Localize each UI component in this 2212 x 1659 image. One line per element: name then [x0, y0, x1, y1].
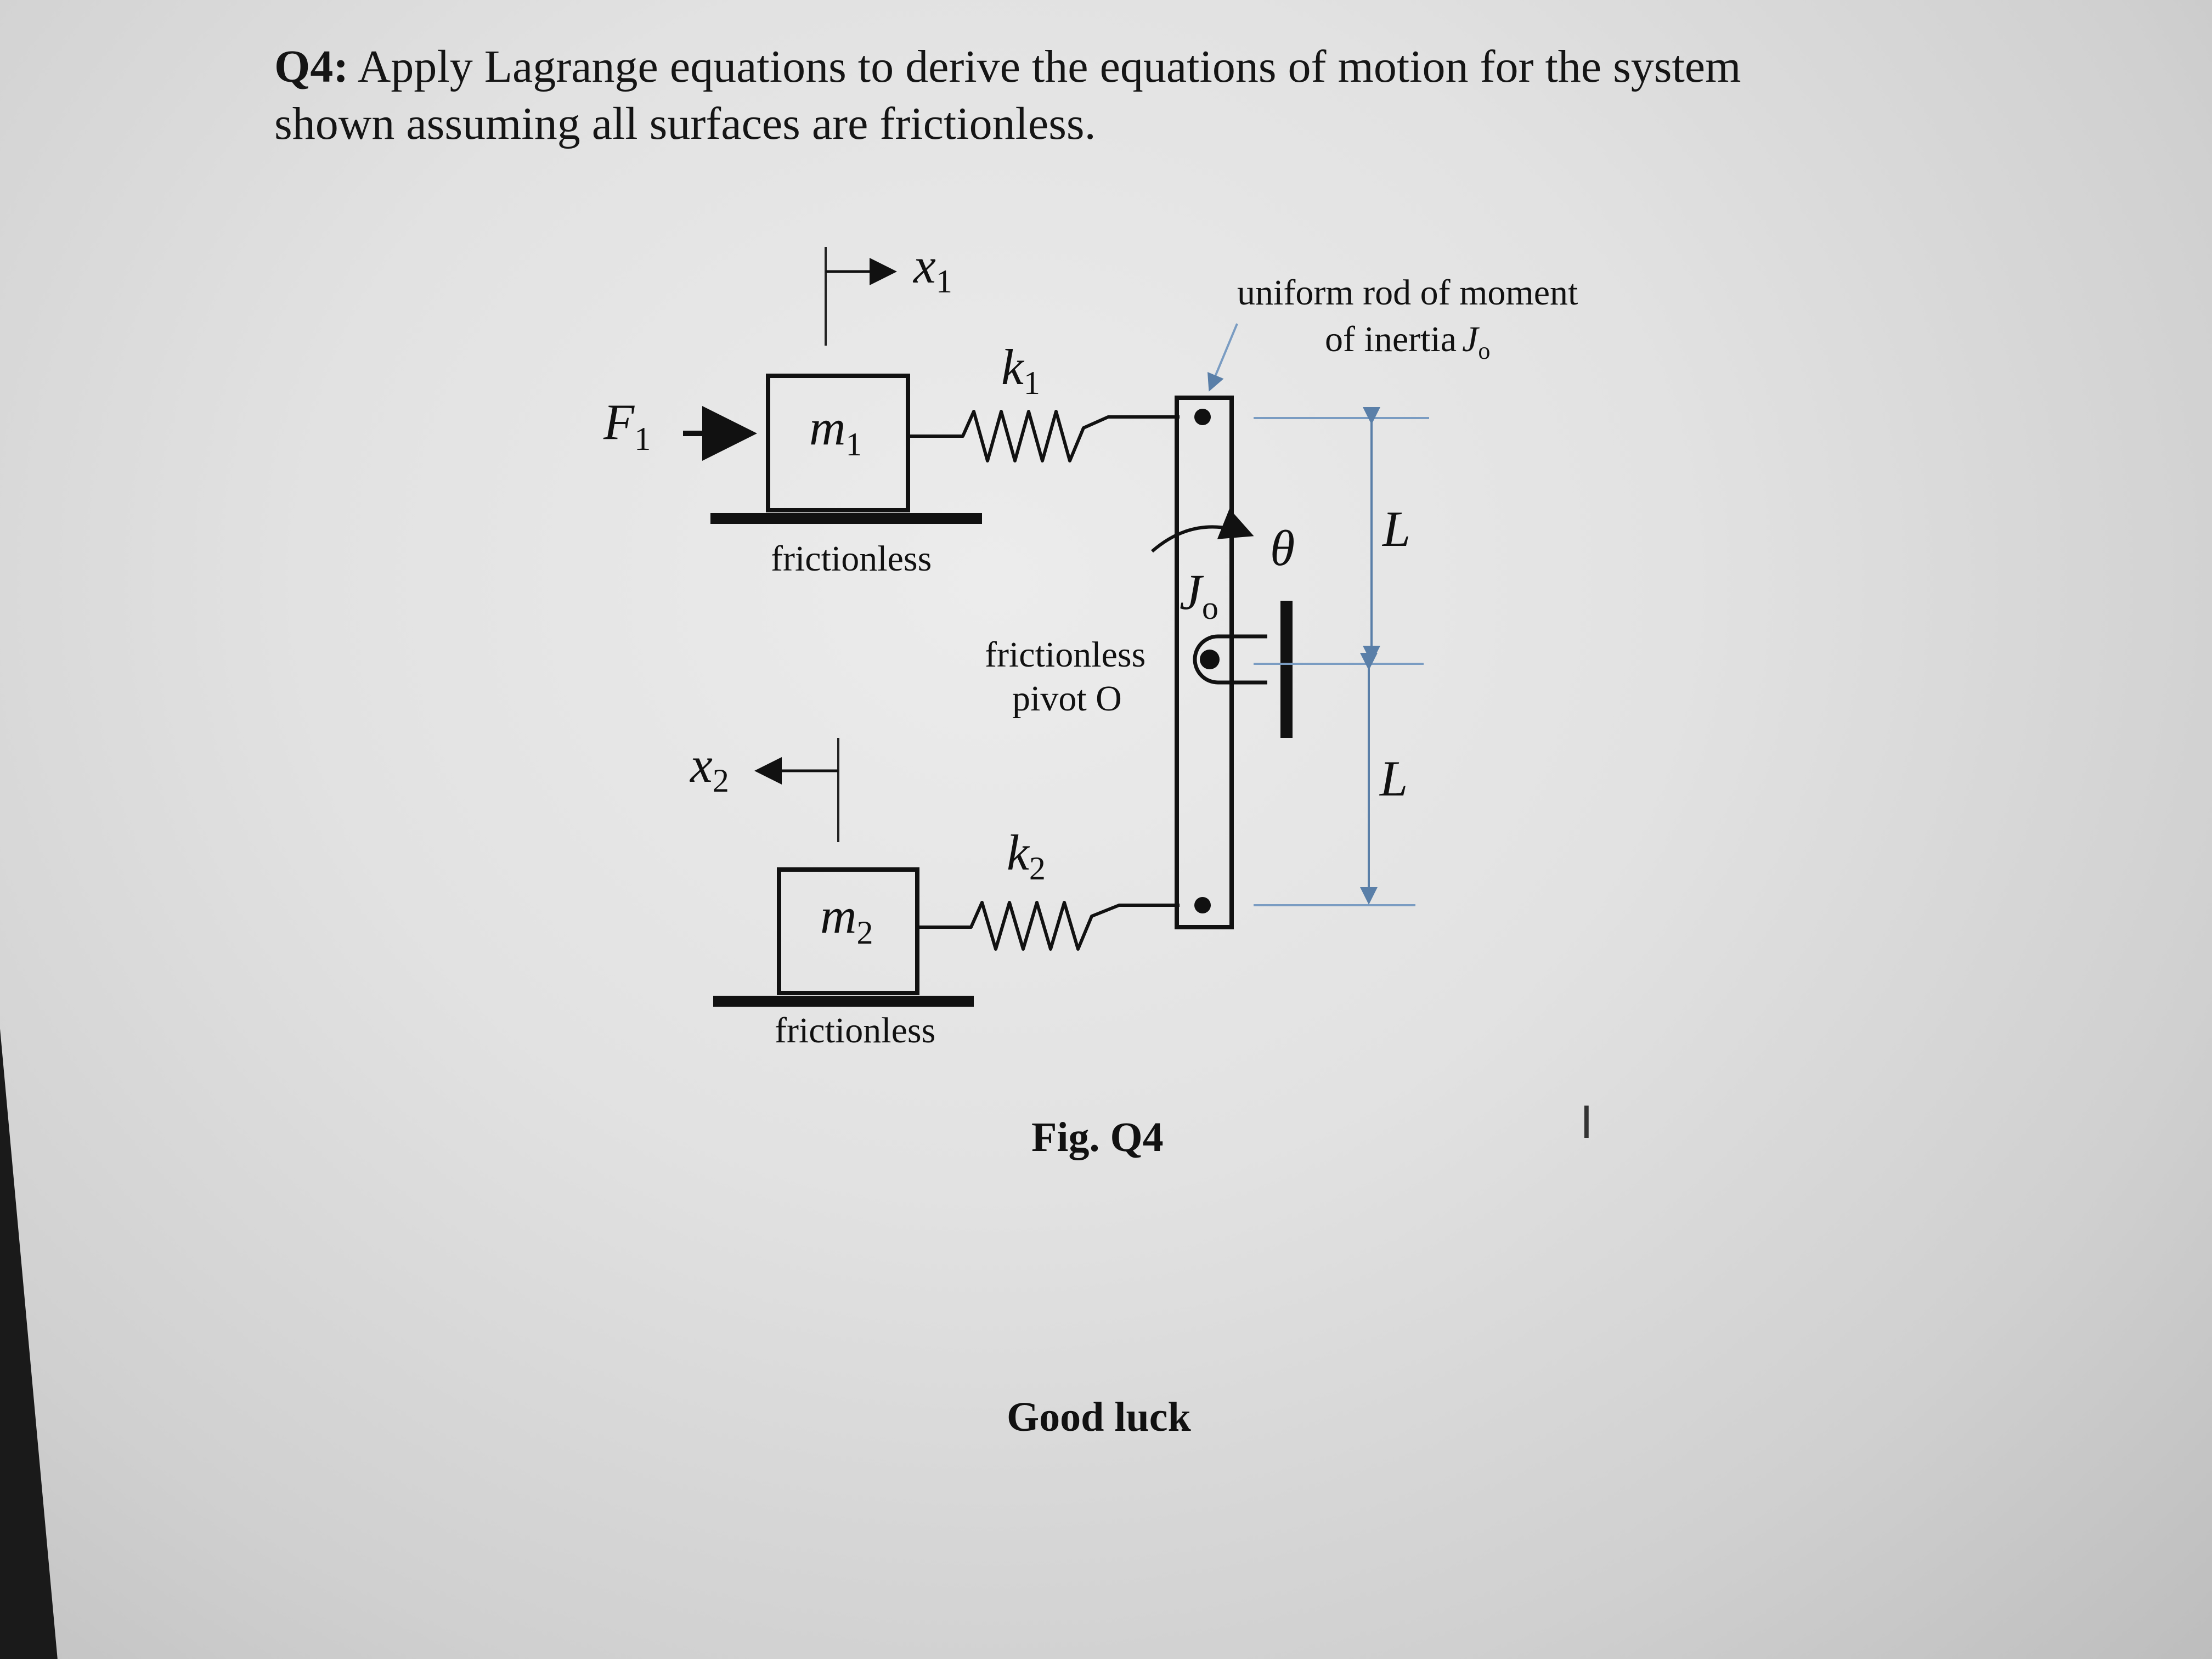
x1-indicator: x1	[825, 238, 952, 346]
dimension-lines: L L	[1254, 407, 1429, 906]
svg-text:F1: F1	[603, 394, 651, 457]
svg-text:x2: x2	[689, 737, 729, 799]
k2-subscript: 2	[1029, 850, 1046, 887]
surface2-label: frictionless	[775, 1011, 935, 1051]
mass-m1: m1	[766, 374, 910, 512]
good-luck-text: Good luck	[1007, 1394, 1191, 1440]
pivot-label-line2: pivot O	[1012, 679, 1122, 719]
x1-symbol: x	[912, 238, 936, 294]
rod-note-line1: uniform rod of moment	[1237, 273, 1578, 313]
m2-symbol: m	[820, 888, 856, 944]
question-text: Q4: Apply Lagrange equations to derive t…	[274, 38, 1865, 153]
rod-note-j-subscript: o	[1478, 337, 1490, 364]
mass-m2: m2	[777, 867, 919, 995]
svg-text:Jo: Jo	[1180, 564, 1218, 626]
k2-symbol: k	[1007, 825, 1030, 881]
length-label-upper: L	[1381, 501, 1410, 557]
svg-text:k1: k1	[1001, 339, 1040, 401]
figure-caption: Fig. Q4	[1031, 1114, 1164, 1160]
surface1-label: frictionless	[771, 539, 932, 579]
spring-k2: k2	[919, 825, 1180, 951]
m2-subscript: 2	[856, 915, 873, 951]
x1-subscript: 1	[936, 263, 952, 300]
rod-j-symbol: J	[1180, 564, 1204, 620]
rod-j-subscript: o	[1202, 590, 1218, 626]
m1-symbol: m	[809, 399, 845, 455]
question-body: Apply Lagrange equations to derive the e…	[274, 41, 1741, 149]
theta-indicator: θ	[1151, 509, 1295, 576]
uniform-rod: Jo	[1175, 396, 1234, 929]
pivot-o: frictionless pivot O	[985, 601, 1293, 738]
k1-subscript: 1	[1024, 365, 1040, 401]
rod-note-j: J	[1462, 319, 1480, 359]
svg-text:m2: m2	[820, 888, 873, 951]
spring-k1: k1	[910, 339, 1180, 462]
theta-symbol: θ	[1270, 520, 1295, 576]
x2-indicator: x2	[689, 737, 839, 842]
pivot-label-line1: frictionless	[985, 635, 1146, 675]
rod-note-line2: of inertia	[1325, 319, 1457, 359]
m1-subscript: 1	[845, 426, 862, 462]
force-f1: F1	[603, 394, 757, 461]
svg-text:k2: k2	[1007, 825, 1046, 887]
length-label-lower: L	[1379, 751, 1408, 806]
svg-text:m1: m1	[809, 399, 862, 462]
x2-subscript: 2	[713, 763, 729, 799]
force-subscript: 1	[634, 421, 651, 457]
x2-symbol: x	[689, 737, 713, 793]
force-symbol: F	[603, 394, 635, 450]
svg-text:x1: x1	[912, 238, 952, 300]
text-cursor-icon: I	[1580, 1097, 1593, 1148]
question-number: Q4:	[274, 41, 349, 92]
k1-symbol: k	[1001, 339, 1025, 395]
